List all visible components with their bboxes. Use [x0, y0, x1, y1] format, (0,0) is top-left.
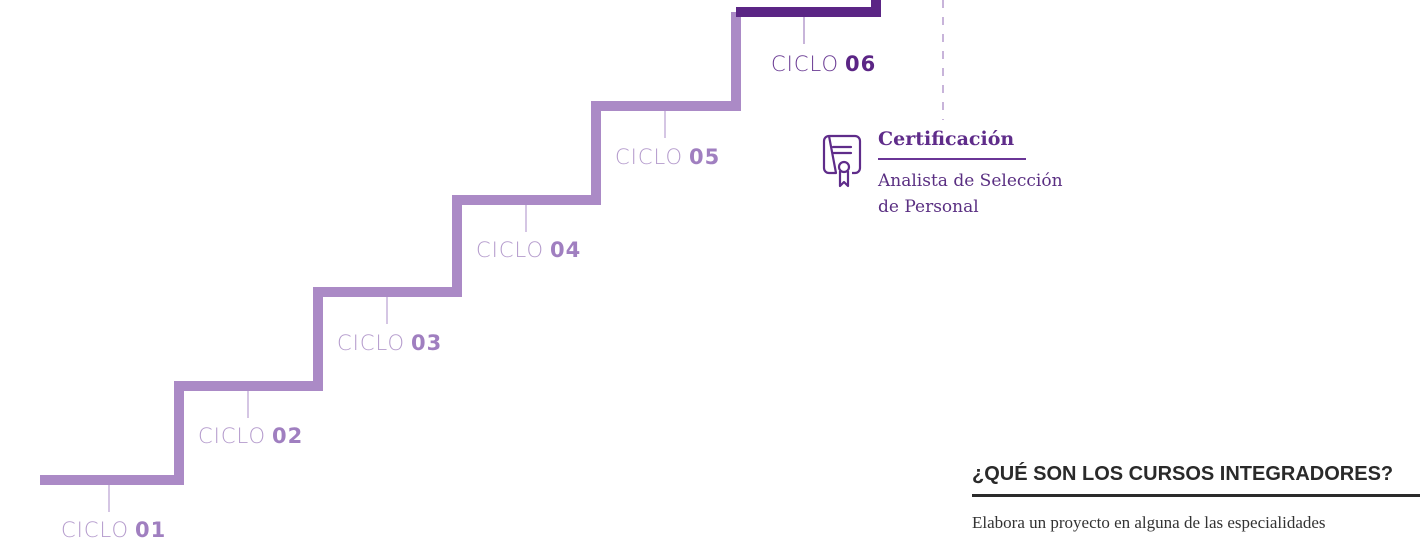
- integrators-heading: ¿QUÉ SON LOS CURSOS INTEGRADORES?: [972, 463, 1394, 485]
- cycle-word: CICLO: [198, 424, 266, 448]
- cycle-word: CICLO: [337, 331, 405, 355]
- cycle-word: CICLO: [615, 145, 683, 169]
- certification-description-line: Analista de Selección: [878, 171, 1063, 191]
- cycle-word: CICLO: [476, 238, 544, 262]
- cycle-word: CICLO: [771, 52, 839, 76]
- certification-title: Certificación: [878, 128, 1015, 150]
- stair-path: [40, 12, 741, 485]
- certification-description: Analista de Selección de Personal: [878, 168, 1108, 220]
- cycle-word: CICLO: [61, 518, 129, 542]
- cycle-number: 01: [135, 518, 167, 542]
- certification-underline: [878, 158, 1026, 160]
- integrators-divider: [972, 494, 1420, 497]
- cycle-number: 02: [272, 424, 304, 448]
- cycle-number: 06: [845, 52, 877, 76]
- cycle-number: 04: [550, 238, 582, 262]
- certificate-icon: [822, 134, 862, 188]
- cycle-number: 05: [689, 145, 721, 169]
- stair-final-step: [736, 0, 881, 17]
- integrators-description: Elabora un proyecto en alguna de las esp…: [972, 513, 1326, 532]
- cycle-number: 03: [411, 331, 443, 355]
- certification-description-line: de Personal: [878, 197, 979, 217]
